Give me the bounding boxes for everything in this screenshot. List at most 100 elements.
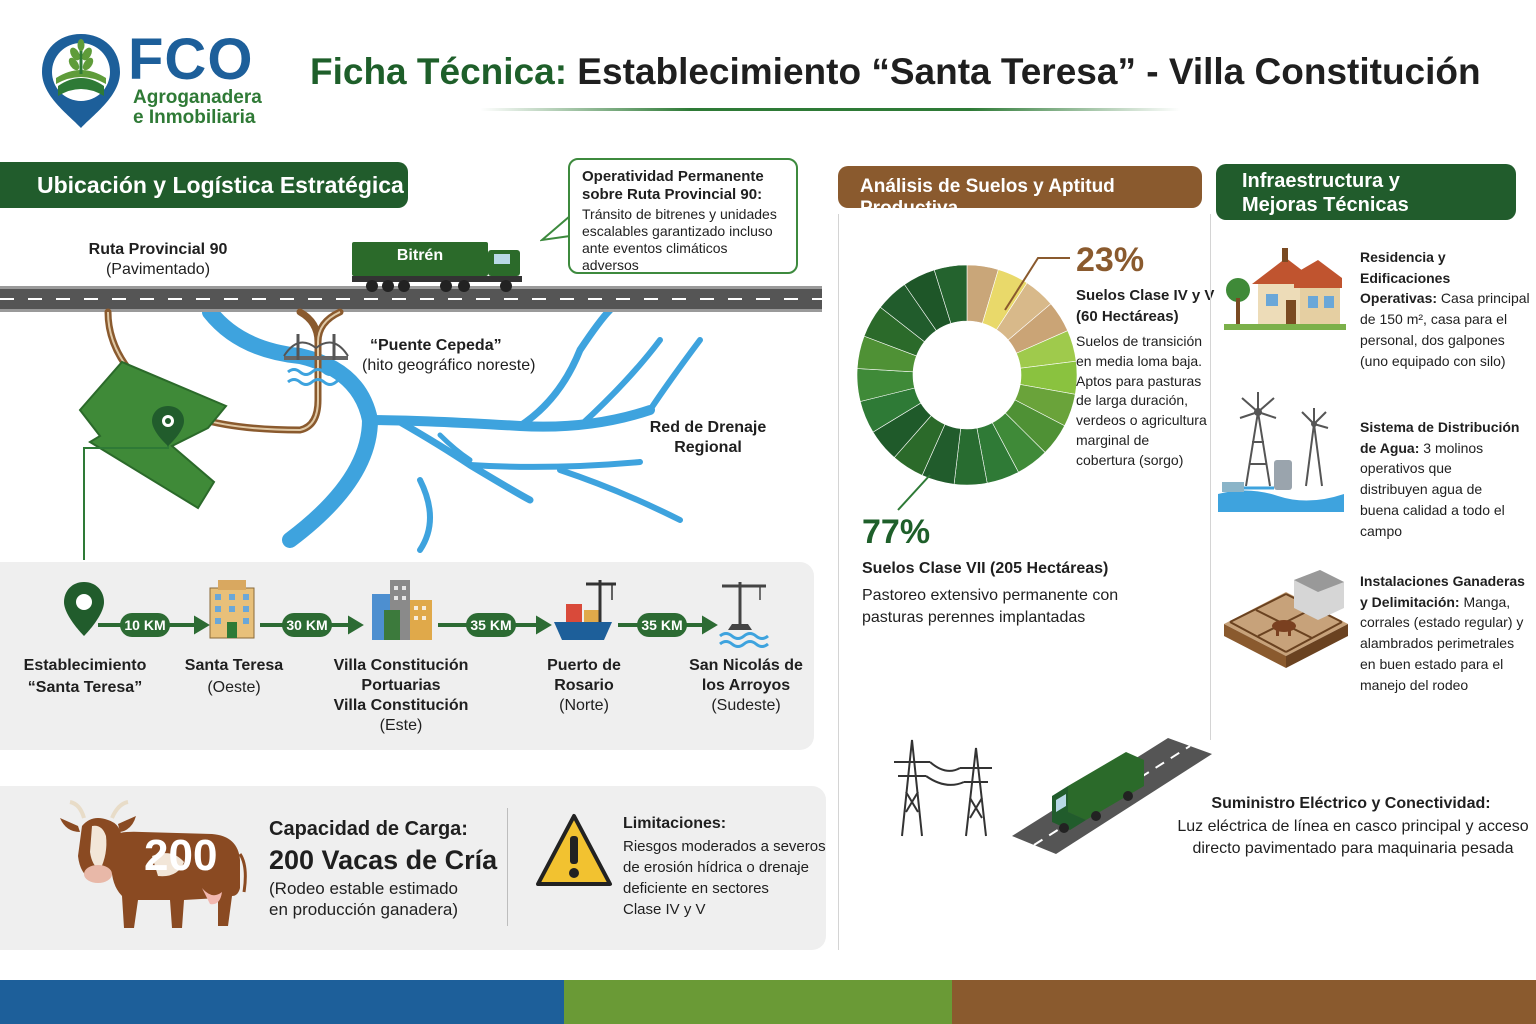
callout-operatividad: Operatividad Permanente sobre Ruta Provi…: [568, 158, 798, 274]
limitaciones-line-4: Clase IV y V: [623, 901, 706, 918]
infra-left-divider: [1210, 214, 1211, 740]
infra-item-residencia: Residencia y Edificaciones Operativas: C…: [1360, 247, 1530, 371]
callout-title: Operatividad Permanente sobre Ruta Provi…: [582, 168, 764, 203]
infra-item-1-bold: Residencia y Edificaciones Operativas:: [1360, 249, 1451, 307]
pct-large: 77%: [862, 513, 931, 551]
logo-subtitle-1: Agroganadera: [133, 87, 262, 108]
stop-1-line2: “Santa Teresa”: [27, 679, 143, 696]
stop-3-line2: Portuarias: [361, 677, 441, 694]
bottom-bar-brown: [952, 980, 1536, 1024]
logo-subtitle-2: e Inmobiliaria: [133, 107, 256, 128]
banner-infra-line1: Infraestructura y: [1242, 170, 1400, 192]
infra-item-2-bold: Sistema de Distribución de Agua:: [1360, 419, 1520, 456]
paved-road-truck-icon: [1012, 738, 1212, 854]
stop-4-line2: Rosario: [554, 677, 614, 694]
route-stop-pin-icon: [64, 582, 104, 636]
banner-ubicacion: Ubicación y Logística Estratégica: [0, 162, 408, 208]
donut-leader-lines: [897, 257, 1070, 511]
infra-item-3-bold: Instalaciones Ganaderas y Delimitación:: [1360, 573, 1525, 610]
banner-infra-line2: Mejoras Técnicas: [1242, 194, 1409, 216]
stop-5-sub: (Sudeste): [711, 697, 781, 714]
road-ruta-90: [0, 286, 822, 312]
infra-item-agua: Sistema de Distribución de Agua: 3 molin…: [1360, 417, 1522, 541]
corral-icon: [1224, 570, 1348, 668]
cow-icon: [60, 800, 247, 928]
small-title-1: Suelos Clase IV y V: [1076, 287, 1215, 304]
house-icon: [1224, 248, 1346, 330]
bitren-truck-icon: [352, 242, 522, 292]
infra-item-2-text: 3 molinos operativos que distribuyen agu…: [1360, 439, 1505, 539]
electrico-title: Suministro Eléctrico y Conectividad:: [1211, 795, 1491, 812]
small-desc-line: Suelos de transición: [1076, 333, 1203, 349]
km-badge-4: 35 KM: [637, 613, 687, 637]
page-title-prefix: Ficha Técnica:: [310, 51, 568, 92]
small-desc-line: de larga duración,: [1076, 392, 1189, 409]
logo-pin-icon: [42, 34, 120, 128]
bottom-bar-blue: [0, 980, 564, 1024]
capacity-title: Capacidad de Carga:: [269, 818, 468, 840]
harbor-crane-icon: [719, 582, 769, 648]
stop-5-line1: San Nicolás de: [689, 657, 803, 674]
power-tower-icon: [894, 739, 992, 837]
electrico-line-1: Luz eléctrica de línea en casco principa…: [1177, 818, 1529, 835]
stop-3-line3: Villa Constitución: [333, 697, 469, 714]
large-desc-2: pasturas perennes implantadas: [862, 609, 1086, 626]
puente-title: “Puente Cepeda”: [370, 337, 502, 354]
stop-4-sub: (Norte): [559, 697, 609, 714]
capacity-value: 200 Vacas de Cría: [269, 845, 498, 875]
warning-icon: [536, 814, 612, 886]
infra-item-ganaderas: Instalaciones Ganaderas y Delimitación: …: [1360, 571, 1528, 695]
windmill-icon: [1218, 392, 1344, 512]
stop-1-line1: Establecimiento: [23, 657, 147, 674]
soil-donut-chart: [856, 264, 1078, 486]
bridge-icon: [283, 334, 349, 386]
limitaciones-title: Limitaciones:: [623, 815, 727, 832]
infra-item-1-text: Casa principal de 150 m², casa para el p…: [1360, 290, 1530, 369]
pct-small: 23%: [1076, 241, 1145, 279]
stop-2-line1: Santa Teresa: [184, 657, 284, 674]
large-title: Suelos Clase VII (205 Hectáreas): [862, 560, 1109, 577]
logo-text: FCO: [128, 27, 254, 92]
callout-body: Tránsito de bitrenes y unidades escalabl…: [582, 206, 777, 273]
stop-5-line2: los Arroyos: [701, 677, 791, 694]
port-crane-icon: [554, 580, 616, 640]
stop-4-line1: Puerto de: [547, 657, 621, 674]
capacity-sub-2: en producción ganadera): [269, 900, 459, 919]
puente-subtitle: (hito geográfico noreste): [362, 357, 536, 374]
limitaciones-line-1: Riesgos moderados a severos: [623, 838, 826, 855]
river-network: [202, 304, 703, 553]
km-badge-1: 10 KM: [120, 613, 170, 637]
page-title: Ficha Técnica: Establecimiento “Santa Te…: [310, 50, 1481, 94]
small-desc-line: marginal de: [1076, 431, 1150, 448]
banner-infra: Infraestructura y Mejoras Técnicas: [1216, 164, 1516, 220]
electrico-line-2: directo pavimentado para maquinaria pesa…: [1192, 840, 1514, 857]
title-underline: [480, 108, 1180, 111]
field-location-pin-icon: [152, 406, 184, 446]
small-title-2: (60 Hectáreas): [1076, 308, 1179, 325]
red-drenaje-line2: Regional: [674, 439, 742, 456]
city-skyline-icon: [372, 580, 432, 640]
page-title-main: Establecimiento “Santa Teresa” - Villa C…: [567, 51, 1481, 92]
suelos-left-divider: [838, 214, 839, 950]
large-desc-1: Pastoreo extensivo permanente con: [862, 587, 1119, 604]
km-badge-3: 35 KM: [466, 613, 516, 637]
limitaciones-line-3: deficiente en sectores: [623, 880, 769, 897]
bottom-bar-green: [564, 980, 952, 1024]
small-desc-line: cobertura (sorgo): [1076, 451, 1184, 468]
capacity-divider: [507, 808, 508, 926]
bottom-color-bar: [0, 980, 1536, 1024]
small-desc-line: en media loma baja.: [1076, 352, 1203, 369]
capacity-sub-1: (Rodeo estable estimado: [269, 879, 459, 898]
donut-slice-clase-vii: [933, 264, 968, 324]
stop-2-sub: (Oeste): [207, 679, 261, 696]
red-drenaje-line1: Red de Drenaje: [649, 419, 767, 436]
limitaciones-line-2: de erosión hídrica o drenaje: [623, 859, 809, 876]
small-desc-line: verdeos o agricultura: [1076, 412, 1207, 429]
capacity-number: 200: [144, 831, 218, 880]
banner-suelos: Análisis de Suelos y Aptitud Productiva: [838, 166, 1202, 219]
stop-3-sub: (Este): [379, 717, 423, 734]
truck-label: Bitrén: [396, 247, 444, 264]
ruta-subtitle: (Pavimentado): [105, 261, 211, 278]
km-badge-2: 30 KM: [282, 613, 332, 637]
ruta-title: Ruta Provincial 90: [88, 241, 228, 258]
